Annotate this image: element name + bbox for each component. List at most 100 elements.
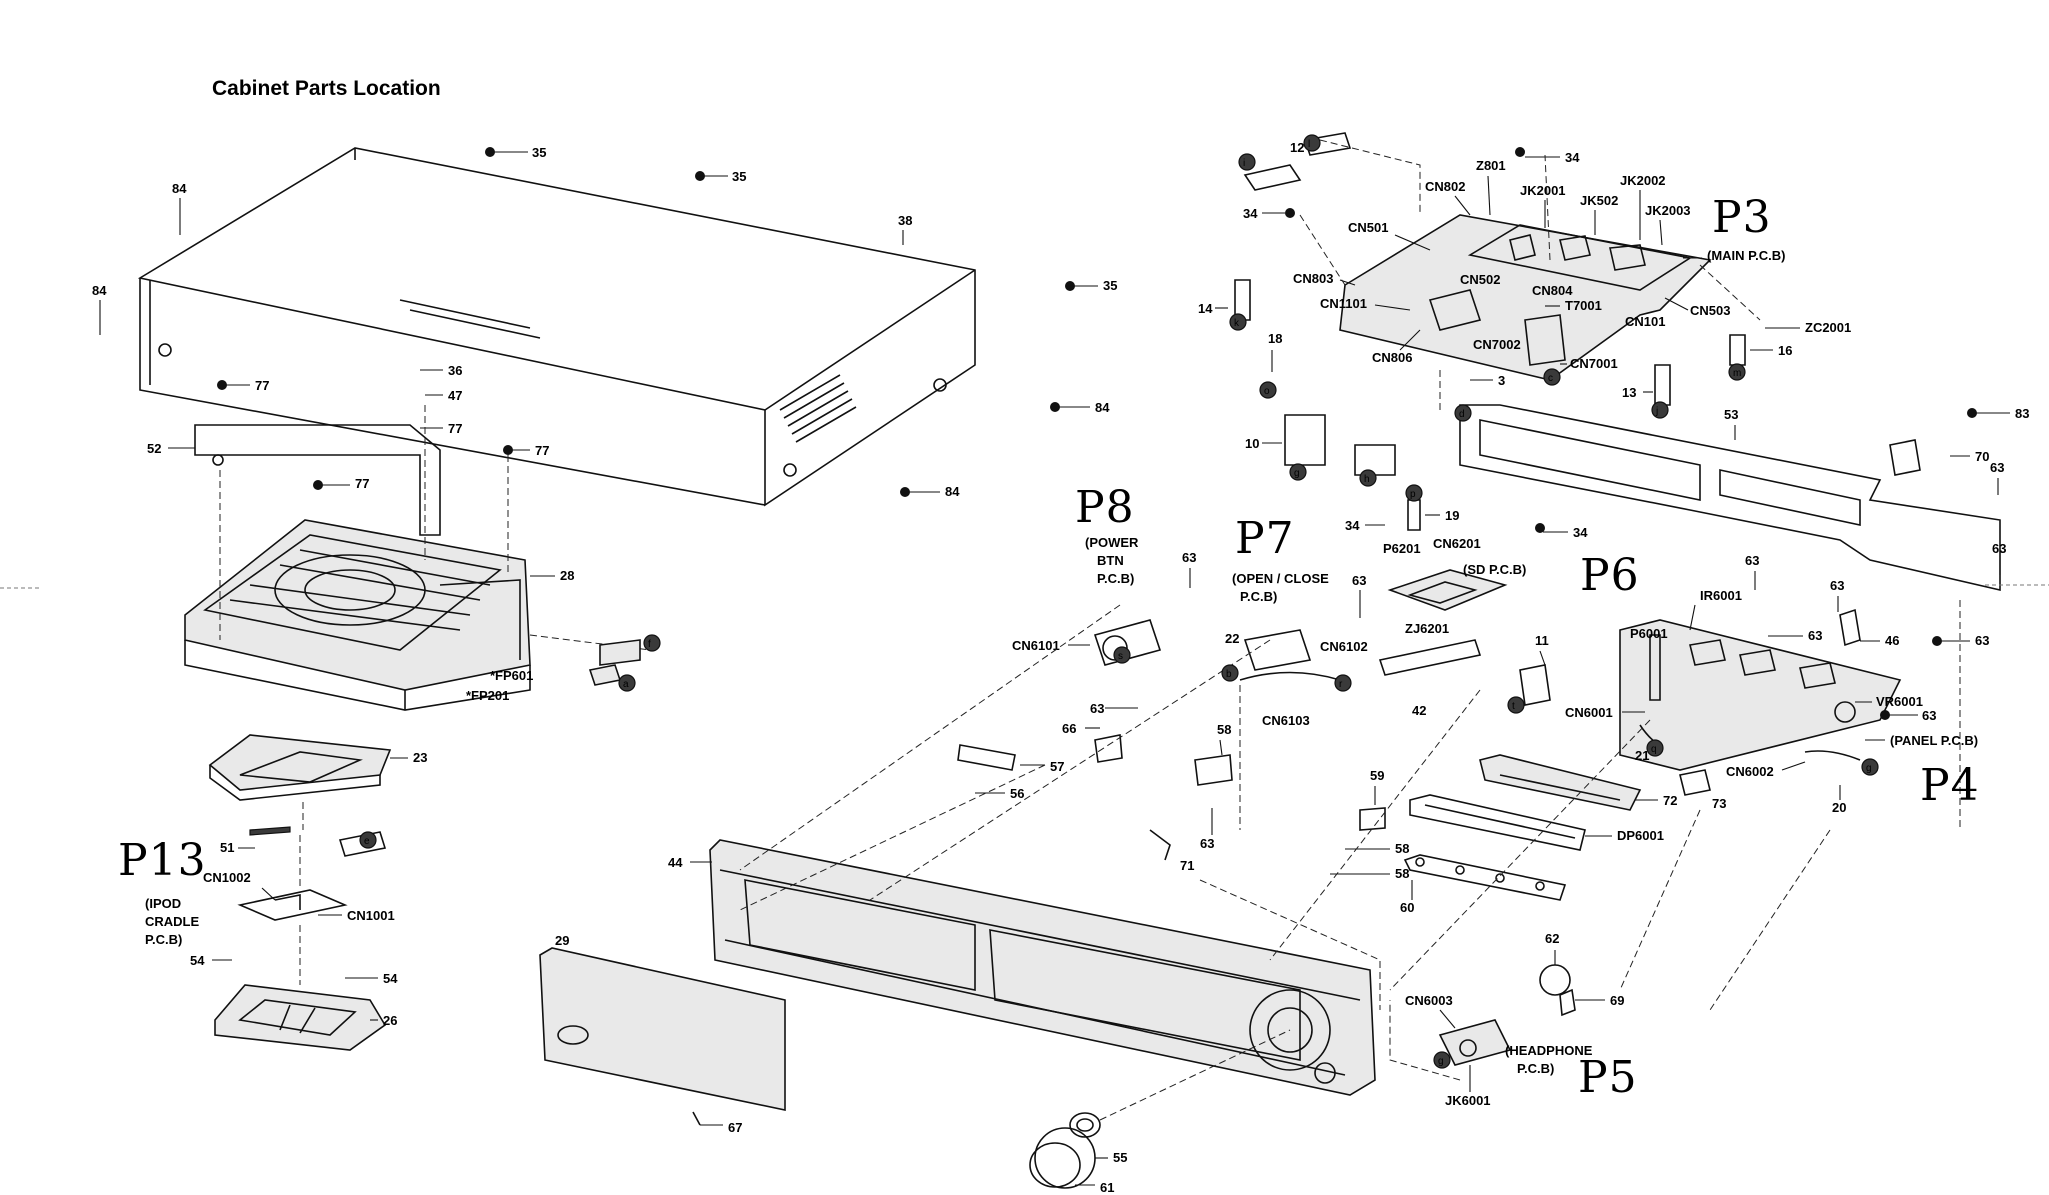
callout-h: h bbox=[1359, 469, 1377, 487]
ipod-cradle-top bbox=[208, 734, 392, 801]
page-ref-p5: P5 bbox=[1578, 1052, 1638, 1103]
label-44: 44 bbox=[668, 855, 683, 870]
label-cn6001: CN6001 bbox=[1565, 705, 1613, 720]
page-ref-p13: P13 bbox=[118, 835, 207, 886]
label-46: 46 bbox=[1885, 633, 1899, 648]
sd-pcb bbox=[1378, 569, 1508, 676]
label-jk2001: JK2001 bbox=[1520, 183, 1566, 198]
svg-text:l: l bbox=[1308, 139, 1310, 150]
label-headphone: (HEADPHONE bbox=[1505, 1043, 1593, 1058]
label-42: 42 bbox=[1412, 703, 1426, 718]
label-77: 77 bbox=[255, 378, 269, 393]
label-btn: BTN bbox=[1097, 553, 1124, 568]
front-door bbox=[539, 947, 786, 1111]
label-57: 57 bbox=[1050, 759, 1064, 774]
page-ref-p7: P7 bbox=[1235, 513, 1295, 564]
callout-g2: g bbox=[1861, 758, 1879, 776]
svg-text:j: j bbox=[1655, 406, 1658, 417]
label-22: 22 bbox=[1225, 631, 1239, 646]
label-61: 61 bbox=[1100, 1180, 1114, 1195]
label-main-pcb: (MAIN P.C.B) bbox=[1707, 248, 1785, 263]
label-55: 55 bbox=[1113, 1150, 1127, 1165]
front-panel-chassis bbox=[709, 839, 1376, 1096]
label-cn1101: CN1101 bbox=[1320, 296, 1367, 311]
label-p6201: P6201 bbox=[1383, 541, 1421, 556]
label-z801: Z801 bbox=[1476, 158, 1506, 173]
assembly-leaders bbox=[219, 139, 1961, 1081]
panel-pcb bbox=[1619, 619, 1902, 771]
label-73: 73 bbox=[1712, 796, 1726, 811]
label-71: 71 bbox=[1180, 858, 1194, 873]
volume-knob bbox=[1029, 1112, 1101, 1189]
label-34: 34 bbox=[1573, 525, 1588, 540]
power-btn-pcb bbox=[1093, 619, 1162, 666]
label-29: 29 bbox=[555, 933, 569, 948]
label-34: 34 bbox=[1345, 518, 1360, 533]
label-35: 35 bbox=[732, 169, 746, 184]
label-cn503: CN503 bbox=[1690, 303, 1730, 318]
label-pcb: P.C.B) bbox=[145, 932, 182, 947]
label-72: 72 bbox=[1663, 793, 1677, 808]
label-panel-pcb: (PANEL P.C.B) bbox=[1890, 733, 1978, 748]
label-63: 63 bbox=[1830, 578, 1844, 593]
page-ref-p3: P3 bbox=[1712, 192, 1772, 243]
label-pcb: P.C.B) bbox=[1097, 571, 1134, 586]
svg-text:i: i bbox=[1243, 158, 1245, 169]
label-63: 63 bbox=[1808, 628, 1822, 643]
label-35: 35 bbox=[532, 145, 546, 160]
callout-d: d bbox=[1454, 404, 1472, 422]
label-63: 63 bbox=[1352, 573, 1366, 588]
callout-r: r bbox=[1334, 674, 1352, 692]
label-84: 84 bbox=[92, 283, 107, 298]
label-59: 59 bbox=[1370, 768, 1384, 783]
label-62: 62 bbox=[1545, 931, 1559, 946]
label-cn6102: CN6102 bbox=[1320, 639, 1368, 654]
callout-f: f bbox=[643, 634, 661, 652]
svg-text:r: r bbox=[1339, 679, 1343, 690]
label-cn1002: CN1002 bbox=[203, 870, 251, 885]
vent-grille bbox=[779, 374, 857, 443]
display-module bbox=[1479, 754, 1642, 811]
svg-text:c: c bbox=[1548, 373, 1553, 384]
label-jk6001: JK6001 bbox=[1445, 1093, 1491, 1108]
label-54: 54 bbox=[190, 953, 205, 968]
svg-text:o: o bbox=[1264, 386, 1270, 397]
svg-text:h: h bbox=[1364, 474, 1370, 485]
callout-g3: g bbox=[1433, 1051, 1451, 1069]
label-cn804: CN804 bbox=[1532, 283, 1573, 298]
label-jk2003: JK2003 bbox=[1645, 203, 1691, 218]
label-cn802: CN802 bbox=[1425, 179, 1465, 194]
page-ref-p6: P6 bbox=[1580, 550, 1640, 601]
label-83: 83 bbox=[2015, 406, 2029, 421]
label-28: 28 bbox=[560, 568, 574, 583]
callout-e: e bbox=[359, 831, 377, 849]
page-ref-p8: P8 bbox=[1075, 482, 1135, 533]
open-close-pcb bbox=[1239, 629, 1341, 681]
label-ir6001: IR6001 bbox=[1700, 588, 1742, 603]
callout-b: b bbox=[1221, 664, 1239, 682]
label-cn803: CN803 bbox=[1293, 271, 1333, 286]
label-63: 63 bbox=[1922, 708, 1936, 723]
label-63: 63 bbox=[1992, 541, 2006, 556]
display-window bbox=[1409, 794, 1586, 851]
callout-m: m bbox=[1728, 363, 1746, 381]
label-p6001: P6001 bbox=[1630, 626, 1668, 641]
label-ipod: (IPOD bbox=[145, 896, 181, 911]
svg-text:m: m bbox=[1733, 368, 1741, 379]
label-vr6001: VR6001 bbox=[1876, 694, 1923, 709]
label-77: 77 bbox=[448, 421, 462, 436]
label-13: 13 bbox=[1622, 385, 1636, 400]
label-cn502: CN502 bbox=[1460, 272, 1500, 287]
label-56: 56 bbox=[1010, 786, 1024, 801]
svg-text:k: k bbox=[1234, 318, 1240, 329]
label-58: 58 bbox=[1217, 722, 1231, 737]
callout-t: t bbox=[1507, 696, 1525, 714]
svg-text:t: t bbox=[1512, 701, 1515, 712]
label-dp6001: DP6001 bbox=[1617, 828, 1664, 843]
label-cn6103: CN6103 bbox=[1262, 713, 1310, 728]
label-18: 18 bbox=[1268, 331, 1282, 346]
callout-o: o bbox=[1259, 381, 1277, 399]
label-54: 54 bbox=[383, 971, 398, 986]
label-23: 23 bbox=[413, 750, 427, 765]
